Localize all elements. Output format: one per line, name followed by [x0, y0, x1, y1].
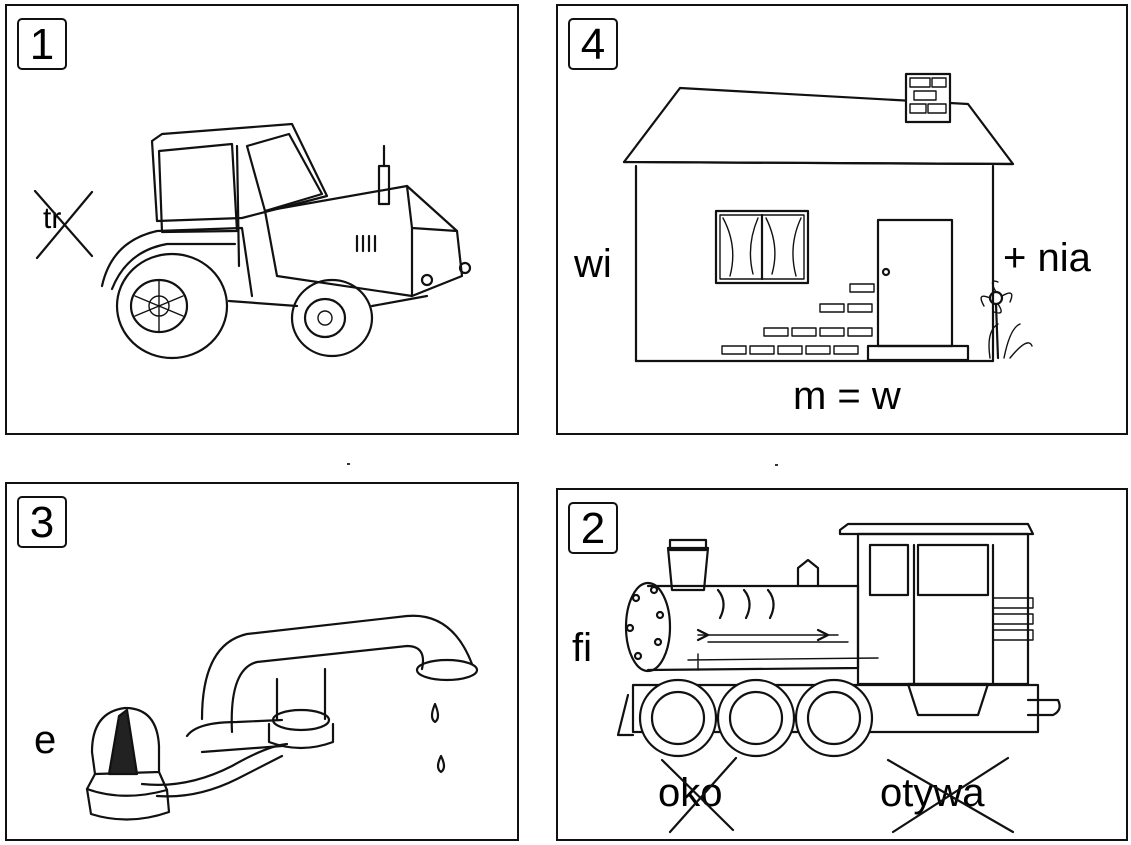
panel-3: 3 e: [5, 482, 519, 841]
panel-number: 1: [17, 18, 67, 70]
tractor-icon: [100, 122, 472, 360]
panel-number: 3: [17, 496, 67, 548]
struck-syllable-cross: [33, 189, 94, 260]
panel-number: 4: [568, 18, 618, 70]
speck: [347, 463, 350, 465]
speck: [775, 464, 778, 466]
house-suffix: + nia: [1003, 236, 1091, 280]
house-icon: [622, 72, 1033, 363]
panel-2: 2 fi: [556, 488, 1128, 841]
panel-4: 4: [556, 4, 1128, 435]
faucet-icon: [85, 614, 479, 821]
house-substitution: m = w: [793, 374, 901, 418]
faucet-prefix: e: [34, 718, 57, 762]
panel-1: 1 tr: [5, 4, 519, 435]
panel-number: 2: [568, 502, 618, 554]
struck-words-cross: [660, 756, 1015, 834]
struck-word-oko: oko: [658, 771, 723, 815]
locomotive-prefix: fi: [572, 626, 592, 670]
locomotive-icon: [616, 522, 1061, 758]
house-prefix: wi: [574, 242, 612, 286]
struck-syllable: tr: [43, 202, 62, 235]
